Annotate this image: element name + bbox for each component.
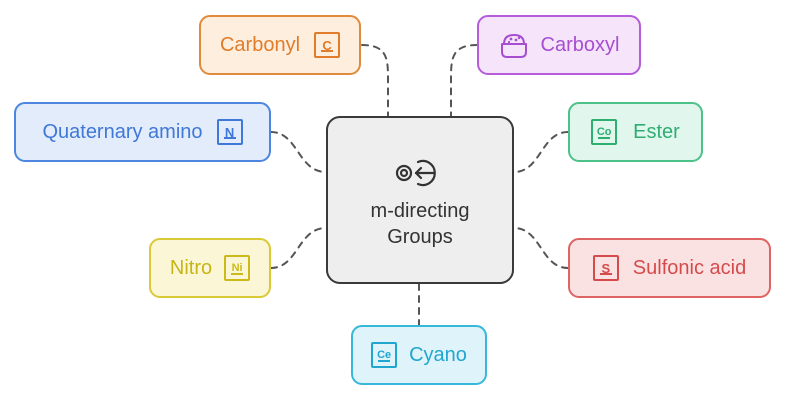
node-nitro[interactable]: Nitro Ni [149,238,271,298]
node-label: Carbonyl [219,33,301,56]
connector-ester [513,131,569,173]
connector-carboxyl [450,44,478,117]
element-tile-icon: S [592,255,619,281]
node-quaternary-amino[interactable]: Quaternary amino N [14,102,271,162]
element-tile-icon: Ce [371,342,398,368]
node-carboxyl[interactable]: Carboxyl [477,15,641,75]
node-carbonyl[interactable]: Carbonyl C [199,15,361,75]
center-title-line2: Groups [387,226,453,248]
node-label: Sulfonic acid [632,256,747,279]
connector-nitro [270,227,327,269]
node-label: Carboxyl [540,33,620,56]
node-label: Nitro [169,256,213,279]
node-cyano[interactable]: Ce Cyano [351,325,487,385]
node-label: Ester [633,120,680,143]
element-tile-icon: Ni [224,255,251,281]
target-arrow-icon [395,159,436,187]
connector-sulfonic-acid [513,227,569,269]
node-label: Quaternary amino [42,120,203,143]
connector-quaternary-amino [270,131,327,173]
connector-carbonyl [361,44,389,117]
bowl-icon [500,34,527,58]
node-sulfonic-acid[interactable]: S Sulfonic acid [568,238,771,298]
element-tile-icon: N [216,119,243,145]
center-title-line1: m-directing [370,200,470,222]
node-label: Cyano [409,343,467,366]
center-node[interactable]: m-directing Groups [326,116,514,284]
element-tile-icon: Co [591,119,618,145]
center-title: m-directing Groups [371,198,470,250]
node-ester[interactable]: Co Ester [568,102,703,162]
element-tile-icon: C [314,32,341,58]
